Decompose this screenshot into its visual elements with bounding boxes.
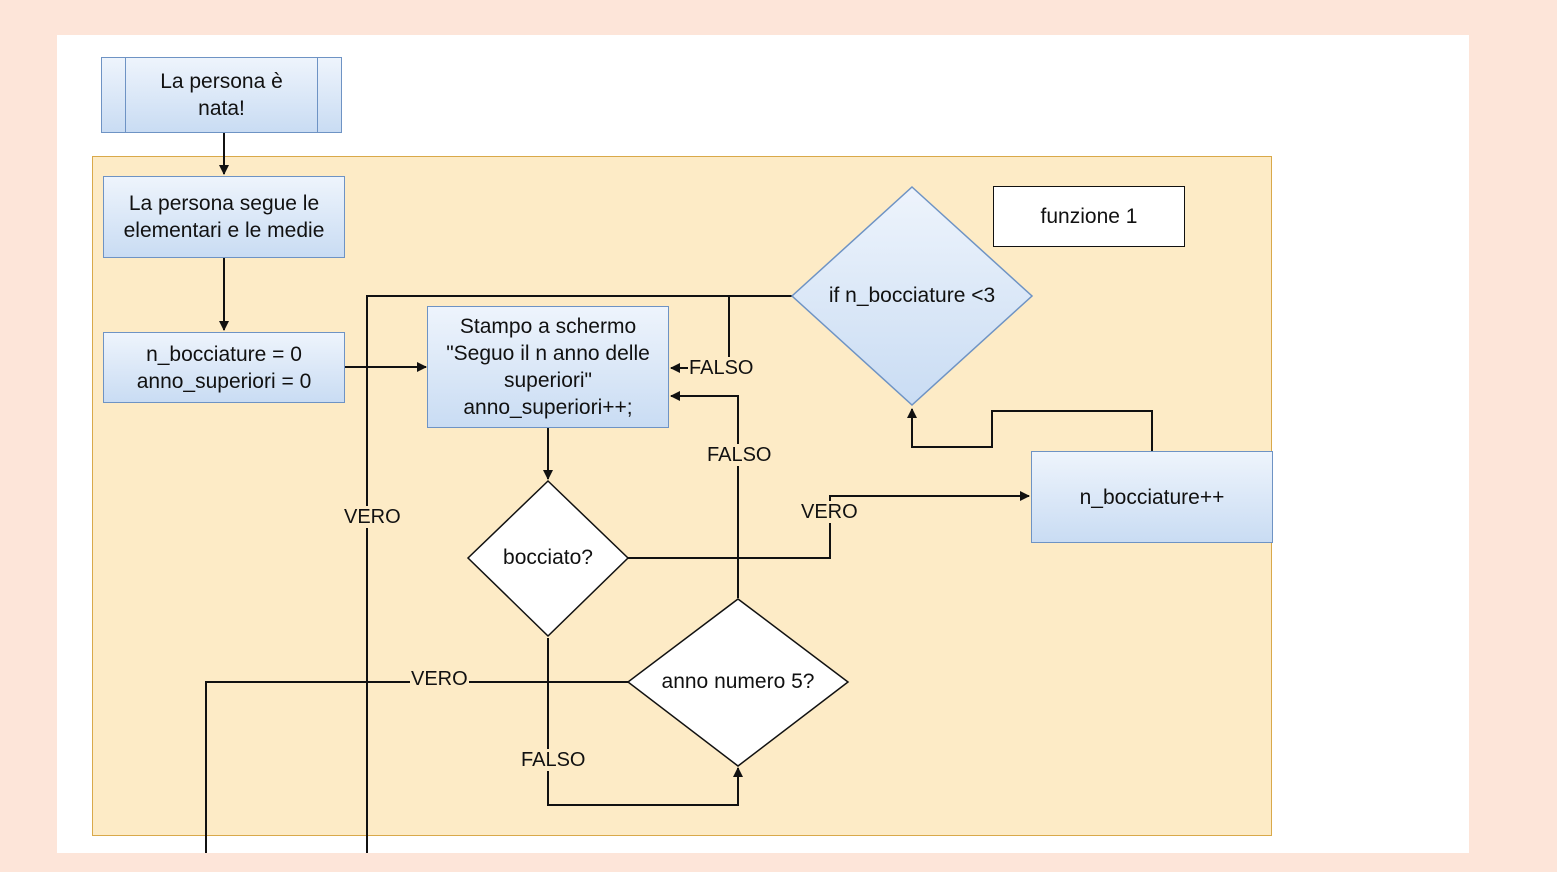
label-falso-mid: FALSO bbox=[706, 444, 773, 466]
edge-bocciato-falso bbox=[547, 638, 743, 806]
print-label-3: superiori" bbox=[504, 369, 592, 392]
start-bar-right bbox=[317, 58, 318, 132]
funzione-node: funzione 1 bbox=[993, 186, 1185, 247]
label-falso-top: FALSO bbox=[688, 357, 755, 379]
print-label-2: "Seguo il n anno delle bbox=[446, 342, 650, 365]
start-node: La persona è nata! bbox=[101, 57, 342, 133]
print-label-1: Stampo a schermo bbox=[459, 315, 637, 338]
if-bocciature-label: if n_bocciature <3 bbox=[828, 284, 996, 307]
init-label-1: n_bocciature = 0 bbox=[146, 342, 302, 366]
diamond-if-bocciature bbox=[790, 185, 1034, 407]
edge-anno5-vero bbox=[205, 681, 628, 853]
funzione-label: funzione 1 bbox=[1040, 205, 1138, 228]
increment-node: n_bocciature++ bbox=[1031, 451, 1273, 543]
init-label-2: anno_superiori = 0 bbox=[136, 369, 312, 393]
diamond-bocciato bbox=[466, 479, 630, 638]
school-label: La persona segue le elementari e le medi… bbox=[123, 192, 325, 242]
print-label-4: anno_superiori++; bbox=[463, 396, 633, 419]
start-bar-left bbox=[125, 58, 126, 132]
start-label: La persona è nata! bbox=[160, 70, 283, 120]
bocciato-label: bocciato? bbox=[503, 546, 593, 569]
edge-increment-to-if bbox=[907, 408, 1153, 451]
label-vero-bottom: VERO bbox=[410, 668, 469, 690]
label-vero-left: VERO bbox=[343, 506, 402, 528]
increment-label: n_bocciature++ bbox=[1079, 485, 1225, 509]
label-falso-bottom: FALSO bbox=[520, 749, 587, 771]
edge-if-vero bbox=[366, 295, 792, 853]
school-node: La persona segue le elementari e le medi… bbox=[103, 176, 345, 258]
diagram-canvas: La persona è nata! La persona segue le e… bbox=[57, 35, 1469, 853]
diamond-anno5 bbox=[626, 598, 850, 767]
connectors bbox=[205, 133, 1153, 853]
edge-anno5-falso bbox=[670, 391, 739, 598]
print-node: Stampo a schermo "Seguo il n anno delle … bbox=[427, 306, 669, 428]
init-node: n_bocciature = 0 anno_superiori = 0 bbox=[103, 332, 345, 403]
label-vero-mid: VERO bbox=[800, 501, 859, 523]
anno5-label: anno numero 5? bbox=[661, 670, 815, 693]
edge-bocciato-vero bbox=[628, 491, 1030, 559]
